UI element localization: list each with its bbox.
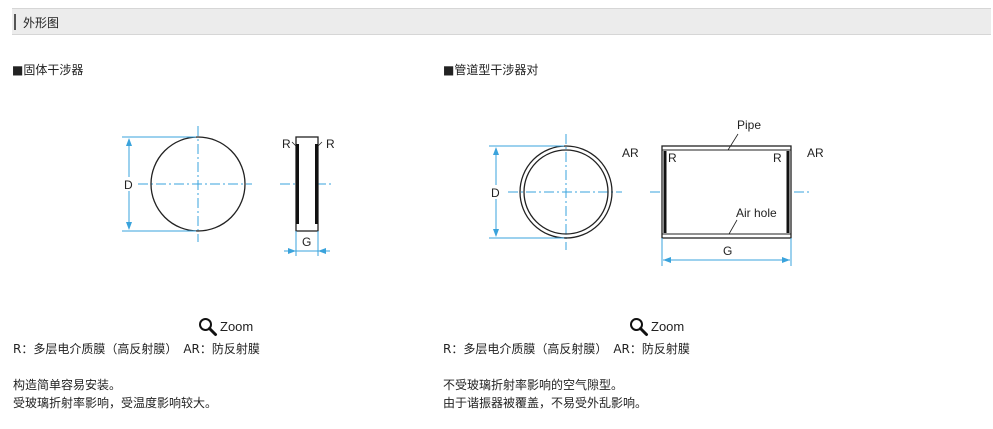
- label-g: G: [302, 235, 311, 249]
- header-accent-bar: [14, 14, 16, 30]
- label-r-right: R: [326, 137, 335, 151]
- solid-etalon-title: ■固体干涉器: [12, 63, 84, 77]
- magnifier-icon: [199, 318, 217, 336]
- label-d: D: [124, 178, 133, 192]
- leader-line: [727, 133, 739, 151]
- label-r-left: R: [668, 151, 677, 165]
- label-ar-left: AR: [622, 146, 639, 160]
- arrow-head: [782, 257, 790, 263]
- label-r-left: R: [282, 137, 291, 151]
- label-backdrop: [121, 177, 135, 191]
- pipe-etalon-title: ■管道型干涉器对: [443, 63, 539, 77]
- label-d: D: [491, 186, 500, 200]
- section-header: 外形图: [12, 8, 991, 35]
- feature-text: 不受玻璃折射率影响的空气隙型。: [443, 378, 624, 392]
- arrow-head: [663, 257, 671, 263]
- feature-text: 受玻璃折射率影响，受温度影响较大。: [13, 396, 218, 410]
- label-pipe: Pipe: [737, 118, 761, 132]
- arrow-head: [126, 138, 132, 146]
- arrow-head: [126, 222, 132, 230]
- label-ar-right: AR: [807, 146, 824, 160]
- leader-line: [728, 219, 738, 235]
- label-g: G: [723, 244, 732, 258]
- arrow-head: [493, 147, 499, 155]
- pipe-outer-outline: [519, 145, 613, 239]
- label-r-right: R: [773, 151, 782, 165]
- feature-text: 由于谐振器被覆盖，不易受外乱影响。: [443, 396, 648, 410]
- feature-text: 构造简单容易安装。: [13, 378, 122, 392]
- leader-line: [291, 141, 297, 147]
- label-air-hole: Air hole: [736, 206, 777, 220]
- magnifier-icon: [630, 318, 648, 336]
- zoom-label: Zoom: [651, 319, 685, 334]
- label-backdrop: [488, 185, 502, 199]
- pipe-side-outline: [661, 145, 792, 239]
- zoom-label: Zoom: [220, 319, 254, 334]
- coating-legend: R：多层电介质膜（高反射膜） AR：防反射膜: [443, 342, 690, 356]
- arrow-head: [493, 229, 499, 237]
- etalon-front-outline: [150, 136, 246, 232]
- section-header-title: 外形图: [23, 16, 60, 30]
- leader-line: [317, 141, 323, 147]
- arrow-head: [318, 248, 326, 254]
- etalon-side-outline: [295, 136, 319, 232]
- pipe-etalon-diagram: D Pipe AR AR R R Air hole G: [488, 118, 824, 266]
- coating-legend: R：多层电介质膜（高反射膜） AR：防反射膜: [13, 342, 260, 356]
- solid-etalon-diagram: D R R G: [121, 126, 335, 256]
- arrow-head: [288, 248, 296, 254]
- pipe-inner-outline: [523, 149, 609, 235]
